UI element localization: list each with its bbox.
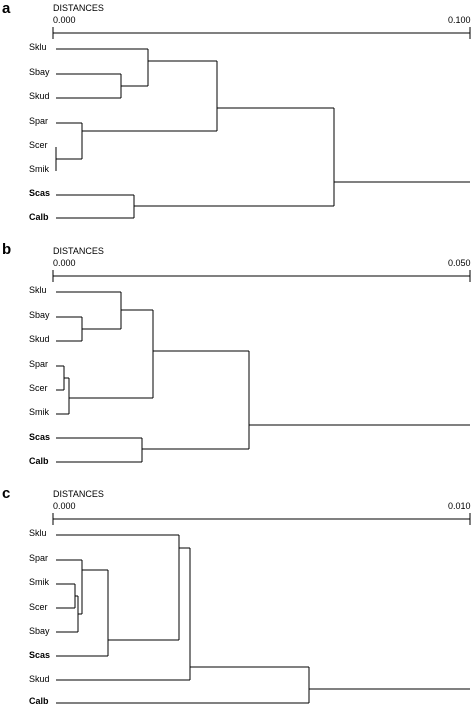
taxon-labels: Sklu Sbay Skud Spar Scer Smik Scas Calb <box>29 42 50 222</box>
tree-branches <box>56 534 470 704</box>
taxon-labels: Sklu Spar Smik Scer Sbay Scas Skud Calb <box>29 528 50 706</box>
taxon-label: Spar <box>29 116 48 126</box>
taxon-label: Smik <box>29 164 49 174</box>
taxon-label: Skud <box>29 91 50 101</box>
scale-max-label: 0.100 <box>448 15 471 25</box>
scale-title: DISTANCES <box>53 246 104 256</box>
taxon-label: Smik <box>29 407 49 417</box>
taxon-label: Calb <box>29 696 49 706</box>
panel-letter: c <box>2 485 10 502</box>
scale-min-label: 0.000 <box>53 15 76 25</box>
taxon-label: Scer <box>29 383 48 393</box>
taxon-labels: Sklu Sbay Skud Spar Scer Smik Scas Calb <box>29 285 50 466</box>
scale-max-label: 0.050 <box>448 258 471 268</box>
taxon-label: Sklu <box>29 528 47 538</box>
panel-letter: b <box>2 241 11 258</box>
scale-max-label: 0.010 <box>448 501 471 511</box>
taxon-label: Scer <box>29 602 48 612</box>
taxon-label: Calb <box>29 456 49 466</box>
scale-title: DISTANCES <box>53 3 104 13</box>
scale-min-label: 0.000 <box>53 258 76 268</box>
panel-letter: a <box>2 0 11 17</box>
scale-title: DISTANCES <box>53 489 104 499</box>
taxon-label: Sklu <box>29 42 47 52</box>
taxon-label: Sbay <box>29 310 50 320</box>
tree-branches <box>55 48 470 219</box>
taxon-label: Scas <box>29 188 50 198</box>
distance-scale-bar <box>52 270 471 282</box>
taxon-label: Scas <box>29 432 50 442</box>
scale-min-label: 0.000 <box>53 501 76 511</box>
taxon-label: Scas <box>29 650 50 660</box>
panel-c: c DISTANCES 0.000 0.010 Sklu Spar Smik S… <box>2 485 471 706</box>
taxon-label: Spar <box>29 553 48 563</box>
taxon-label: Skud <box>29 674 50 684</box>
taxon-label: Smik <box>29 577 49 587</box>
taxon-label: Sbay <box>29 626 50 636</box>
taxon-label: Sklu <box>29 285 47 295</box>
tree-branches <box>56 291 470 463</box>
panel-b: b DISTANCES 0.000 0.050 Sklu Sbay Skud S… <box>2 241 471 466</box>
distance-scale-bar <box>52 513 471 525</box>
distance-scale-bar <box>52 27 471 39</box>
taxon-label: Scer <box>29 140 48 150</box>
taxon-label: Skud <box>29 334 50 344</box>
panel-a: a DISTANCES 0.000 0.100 Sklu Sbay Skud S… <box>2 0 471 222</box>
taxon-label: Calb <box>29 212 49 222</box>
taxon-label: Sbay <box>29 67 50 77</box>
taxon-label: Spar <box>29 359 48 369</box>
